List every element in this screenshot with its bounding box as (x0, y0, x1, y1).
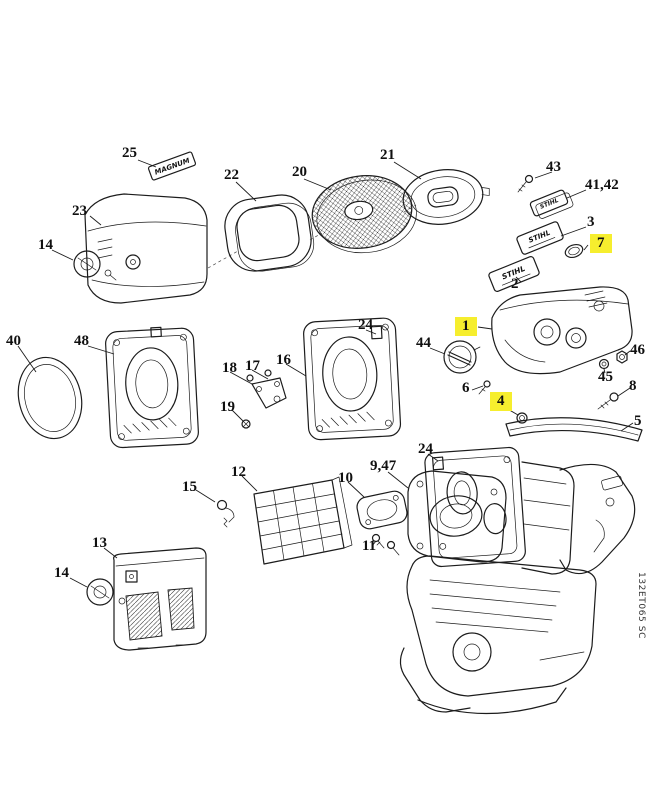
plate-41-42-text: STIHL (539, 197, 560, 211)
part-backing-plate-mid (303, 317, 402, 441)
part-grommet-7 (564, 243, 584, 259)
part-nut-46 (616, 350, 628, 364)
callout-21[interactable]: 21 (380, 147, 395, 163)
callout-20[interactable]: 20 (292, 164, 307, 180)
callout-3[interactable]: 3 (587, 214, 595, 230)
callout-2[interactable]: 2 (511, 276, 519, 292)
callout-25[interactable]: 25 (122, 145, 137, 161)
part-top-cover (491, 286, 633, 375)
callout-15[interactable]: 15 (182, 479, 197, 495)
callout-13[interactable]: 13 (92, 535, 107, 551)
callout-24-mid[interactable]: 24 (358, 317, 373, 333)
part-screw-6 (478, 380, 491, 395)
callout-17[interactable]: 17 (245, 358, 260, 374)
callout-46[interactable]: 46 (630, 342, 645, 358)
part-bracket-17-18 (246, 369, 287, 409)
part-screws-11 (371, 533, 400, 556)
part-cover-plate-10 (356, 490, 408, 530)
callout-18[interactable]: 18 (222, 360, 237, 376)
part-plate-3: STIHL (516, 221, 564, 255)
callout-24-right[interactable]: 24 (418, 441, 433, 457)
part-filter-base-housing (407, 470, 507, 563)
part-grille-12 (253, 476, 353, 565)
callout-1-highlighted[interactable]: 1 (455, 317, 477, 336)
callout-16[interactable]: 16 (276, 352, 291, 368)
callout-8[interactable]: 8 (629, 378, 637, 394)
part-gasket-40 (17, 356, 83, 440)
callout-4-highlighted[interactable]: 4 (490, 392, 512, 411)
part-filter-frame (224, 194, 315, 272)
callout-14-top[interactable]: 14 (38, 237, 53, 253)
callout-19[interactable]: 19 (220, 399, 235, 415)
part-clamp-15 (216, 499, 235, 528)
part-screw-19 (241, 419, 251, 429)
callout-5[interactable]: 5 (634, 413, 642, 429)
part-plate-41-42: STIHL (529, 189, 574, 219)
part-screw-8 (597, 392, 619, 410)
part-air-filter (311, 175, 417, 254)
part-nut-4 (516, 412, 528, 424)
part-washer-45 (598, 358, 610, 370)
callout-10[interactable]: 10 (338, 470, 353, 486)
part-magnum-badge: MAGNUM (147, 151, 197, 181)
callout-45[interactable]: 45 (598, 369, 613, 385)
part-lower-shroud (113, 547, 207, 651)
callout-23[interactable]: 23 (72, 203, 87, 219)
part-engine-assembly (399, 446, 636, 715)
part-shroud-cover (84, 193, 208, 304)
callout-22[interactable]: 22 (224, 167, 239, 183)
part-filter-cover (402, 169, 490, 225)
callout-7-highlighted[interactable]: 7 (590, 234, 612, 253)
callout-9-47[interactable]: 9,47 (370, 458, 397, 474)
callout-48[interactable]: 48 (74, 333, 89, 349)
callout-44[interactable]: 44 (416, 335, 431, 351)
leader-lines (17, 159, 634, 588)
callout-40[interactable]: 40 (6, 333, 21, 349)
part-twist-lock (443, 340, 481, 374)
callout-6[interactable]: 6 (462, 380, 470, 396)
callout-14-bottom[interactable]: 14 (54, 565, 69, 581)
callout-43[interactable]: 43 (546, 159, 561, 175)
callout-11[interactable]: 11 (362, 538, 377, 554)
diagram-reference-code: 132ET065 SC (636, 572, 646, 639)
part-knob-top (73, 250, 117, 281)
part-backing-plate-left (105, 326, 199, 449)
part-screw-43 (517, 174, 534, 193)
callout-12[interactable]: 12 (231, 464, 246, 480)
part-knob-bottom (86, 578, 126, 606)
callout-41-42[interactable]: 41,42 (585, 177, 619, 193)
part-deflector (505, 417, 643, 442)
